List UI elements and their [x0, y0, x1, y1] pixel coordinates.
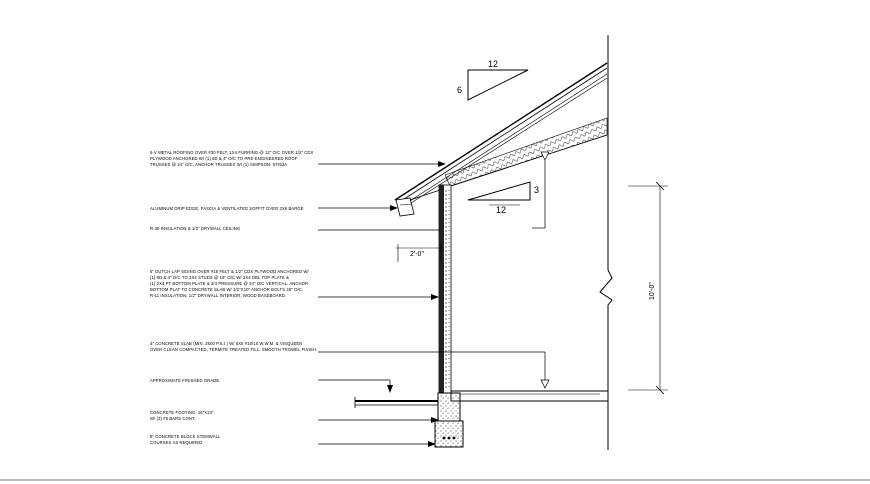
grade-line: [354, 397, 438, 408]
note-footing-line: W/ (3) #5 BARS CONT.: [150, 416, 196, 421]
note-wall-line: 5" DUTCH LAP SIDING OVER #15 FELT & 1/2"…: [150, 269, 309, 274]
leader-lines: [318, 161, 545, 447]
note-drip-edge: ALUMINUM DRIP EDGE, FASCIA & VENTILATED …: [150, 206, 304, 211]
interior-reference-line: [599, 35, 613, 450]
note-grade: APPROXIMATE FINISHED GRADE.: [150, 378, 221, 383]
note-stemwall-line: 8" CONCRETE BLOCK STEMWALL: [150, 434, 221, 439]
note-roofing-line: PLYWOOD ANCHORED W/ (1) 6D & 4" O/C TO P…: [150, 156, 298, 161]
pitch-run-label: 12: [488, 59, 498, 69]
ceiling-run-label: 12: [496, 205, 506, 215]
ceiling-rise-label: 3: [534, 185, 539, 195]
svg-text:CONCRETE FOOTING, 16"X24"W/ (3: CONCRETE FOOTING, 16"X24"W/ (3) #5 BARS …: [150, 410, 214, 421]
svg-text:R-30 INSULATION & 1/2" DRYWALL: R-30 INSULATION & 1/2" DRYWALL CEILING: [150, 226, 240, 231]
foundation: [434, 392, 464, 448]
annotation-notes: 5-V METAL ROOFING OVER #30 FELT, 1X4 FUR…: [150, 150, 317, 445]
note-wall-line: BOTTOM PLAT TO CONCRETE SLAB W/ 1/2"X10"…: [150, 287, 303, 292]
svg-text:ALUMINUM DRIP EDGE, FASCIA & V: ALUMINUM DRIP EDGE, FASCIA & VENTILATED …: [150, 206, 304, 211]
overhang-dimension: 2'-0": [396, 244, 442, 262]
overhang-label: 2'-0": [410, 251, 424, 258]
ceiling-pitch-symbol: 3 12: [467, 181, 539, 215]
exterior-wall: [438, 184, 452, 394]
note-wall-line: R-11 INSULATION, 1/2" DRYWALL INTERIOR, …: [150, 293, 286, 298]
pitch-rise-label: 6: [457, 85, 462, 95]
roof-pitch-symbol: 12 6: [457, 59, 529, 101]
note-wall-line: (1) 2X4 PT BOTTOM PLATE & 3/4 PRESSURE @…: [150, 281, 308, 286]
note-roofing-line: 5-V METAL ROOFING OVER #30 FELT, 1X4 FUR…: [150, 150, 313, 155]
concrete-slab: [450, 390, 609, 402]
note-stemwall-line: COURSES AS REQUIRED: [150, 440, 202, 445]
svg-text:4" CONCRETE SLAB (MIN. 2500 P.: 4" CONCRETE SLAB (MIN. 2500 P.S.I.) W/ 6…: [150, 341, 317, 352]
svg-text:APPROXIMATE FINISHED GRADE.: APPROXIMATE FINISHED GRADE.: [150, 378, 221, 383]
note-slab-line: OVER CLEAN COMPACTED, TERMITE TREATED FI…: [150, 347, 317, 352]
note-wall-line: (1) 8D & 4" O/C TO 2X4 STUDS @ 16" O/C W…: [150, 275, 289, 280]
svg-text:5" DUTCH LAP SIDING OVER #15 F: 5" DUTCH LAP SIDING OVER #15 FELT & 1/2"…: [150, 269, 309, 298]
note-slab-line: 4" CONCRETE SLAB (MIN. 2500 P.S.I.) W/ 6…: [150, 341, 302, 346]
svg-text:5-V METAL ROOFING OVER #30 FEL: 5-V METAL ROOFING OVER #30 FELT, 1X4 FUR…: [150, 150, 313, 167]
wall-height-label: 10'-0": [649, 282, 656, 300]
elevation-marker: [532, 151, 550, 389]
note-roofing-line: TRUSSES @ 24" O/C. ANCHOR TRUSSES W/ (1)…: [150, 162, 287, 167]
roof-assembly: [394, 62, 608, 217]
note-ceiling: R-30 INSULATION & 1/2" DRYWALL CEILING: [150, 226, 240, 231]
wall-height-dimension: 10'-0": [628, 181, 668, 395]
note-footing-line: CONCRETE FOOTING, 16"X24": [150, 410, 214, 415]
